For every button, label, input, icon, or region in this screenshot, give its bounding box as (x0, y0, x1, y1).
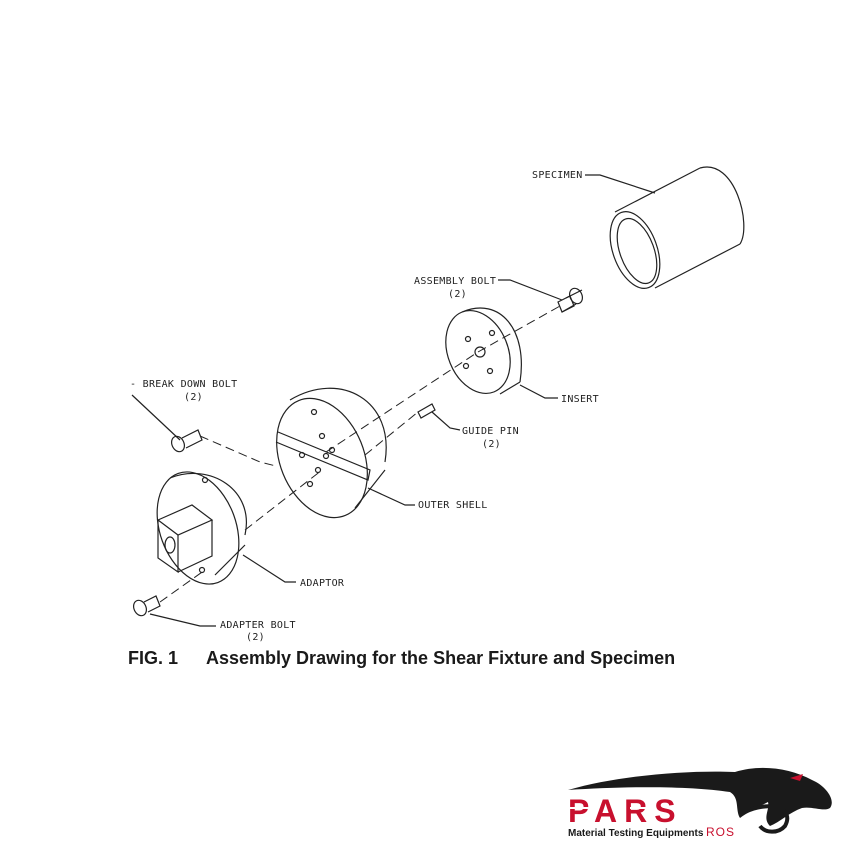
label-guide-pin: GUIDE PIN (462, 426, 519, 437)
insert-leader (519, 384, 558, 399)
label-break-down-bolt: - BREAK DOWN BOLT (130, 379, 237, 390)
label-adapter-bolt: ADAPTER BOLT (220, 620, 296, 631)
label-outer-shell: OUTER SHELL (418, 500, 488, 511)
label-adapter-bolt-qty: (2) (246, 632, 265, 643)
adapter-bolt-part (132, 595, 161, 617)
figure-caption: FIG. 1 Assembly Drawing for the Shear Fix… (128, 648, 675, 669)
guide-pin-part (417, 403, 436, 419)
label-assembly-bolt: ASSEMBLY BOLT (414, 276, 496, 287)
pars-ros-logo: PARS Material Testing Equipments ROS (568, 767, 832, 839)
outer-shell-leader (367, 487, 415, 506)
panther-eye-icon (790, 774, 803, 781)
outer-shell-part (275, 387, 387, 519)
assembly-bolt-leader (498, 279, 563, 301)
label-assembly-bolt-qty: (2) (448, 289, 467, 300)
label-guide-pin-qty: (2) (482, 439, 501, 450)
panther-swoosh-icon (568, 767, 832, 826)
specimen-leader (585, 174, 656, 194)
adaptor-leader (242, 554, 296, 583)
break-down-bolt-part (170, 429, 203, 453)
label-adaptor: ADAPTOR (300, 578, 345, 589)
logo-suffix: ROS (706, 825, 735, 839)
adapter-bolt-leader (149, 613, 216, 627)
center-lines (159, 305, 561, 603)
insert-part (445, 307, 522, 395)
figure-caption-text: Assembly Drawing for the Shear Fixture a… (206, 648, 676, 668)
logo-brand: PARS (568, 793, 683, 829)
specimen-part (609, 166, 745, 289)
label-break-down-bolt-qty: (2) (184, 392, 203, 403)
guide-pin-leader (431, 411, 461, 431)
logo-tagline: Material Testing Equipments (568, 828, 704, 839)
label-specimen: SPECIMEN (532, 170, 583, 181)
adaptor-part (156, 471, 247, 585)
figure-number: FIG. 1 (128, 648, 179, 668)
assembly-bolt-part (557, 287, 584, 313)
label-insert: INSERT (561, 394, 599, 405)
break-down-bolt-leader (131, 394, 181, 441)
